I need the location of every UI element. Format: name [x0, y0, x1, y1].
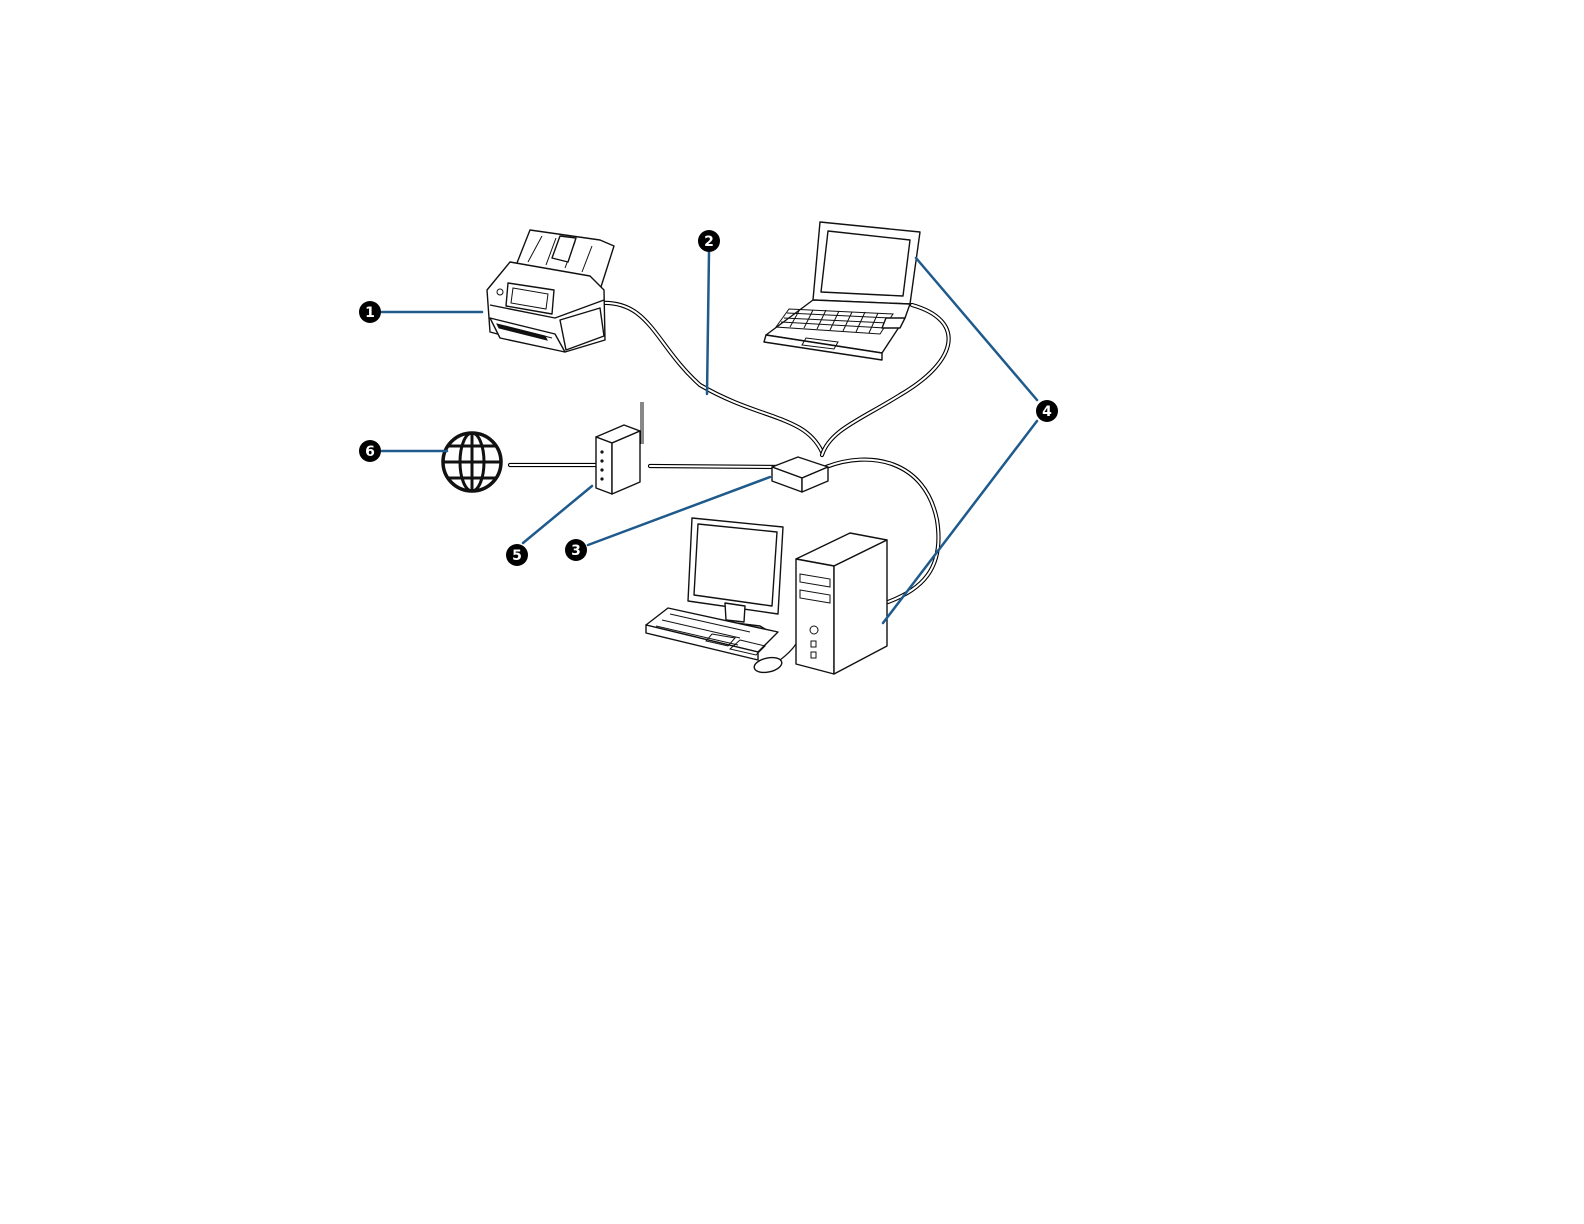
- svg-text:5: 5: [512, 548, 522, 564]
- callout-3: 3: [565, 539, 587, 561]
- leader-4a: [916, 258, 1037, 400]
- leader-4b: [883, 421, 1037, 623]
- scanner-icon: [487, 230, 614, 352]
- leader-2: [707, 252, 709, 394]
- callout-5: 5: [506, 544, 528, 566]
- callout-6: 6: [359, 440, 381, 462]
- callout-1: 1: [359, 301, 381, 323]
- desktop-computer-icon: [646, 518, 887, 675]
- internet-globe-icon: [443, 433, 501, 491]
- leader-5: [523, 486, 592, 543]
- svg-text:3: 3: [571, 543, 581, 559]
- callout-2: 2: [698, 230, 720, 252]
- svg-text:2: 2: [704, 234, 714, 250]
- wireless-router-icon: [596, 402, 642, 494]
- svg-text:4: 4: [1042, 404, 1052, 420]
- svg-text:1: 1: [365, 305, 375, 321]
- callout-4: 4: [1036, 400, 1058, 422]
- laptop-icon: [764, 222, 920, 360]
- svg-text:6: 6: [365, 444, 375, 460]
- network-hub-icon: [772, 457, 828, 492]
